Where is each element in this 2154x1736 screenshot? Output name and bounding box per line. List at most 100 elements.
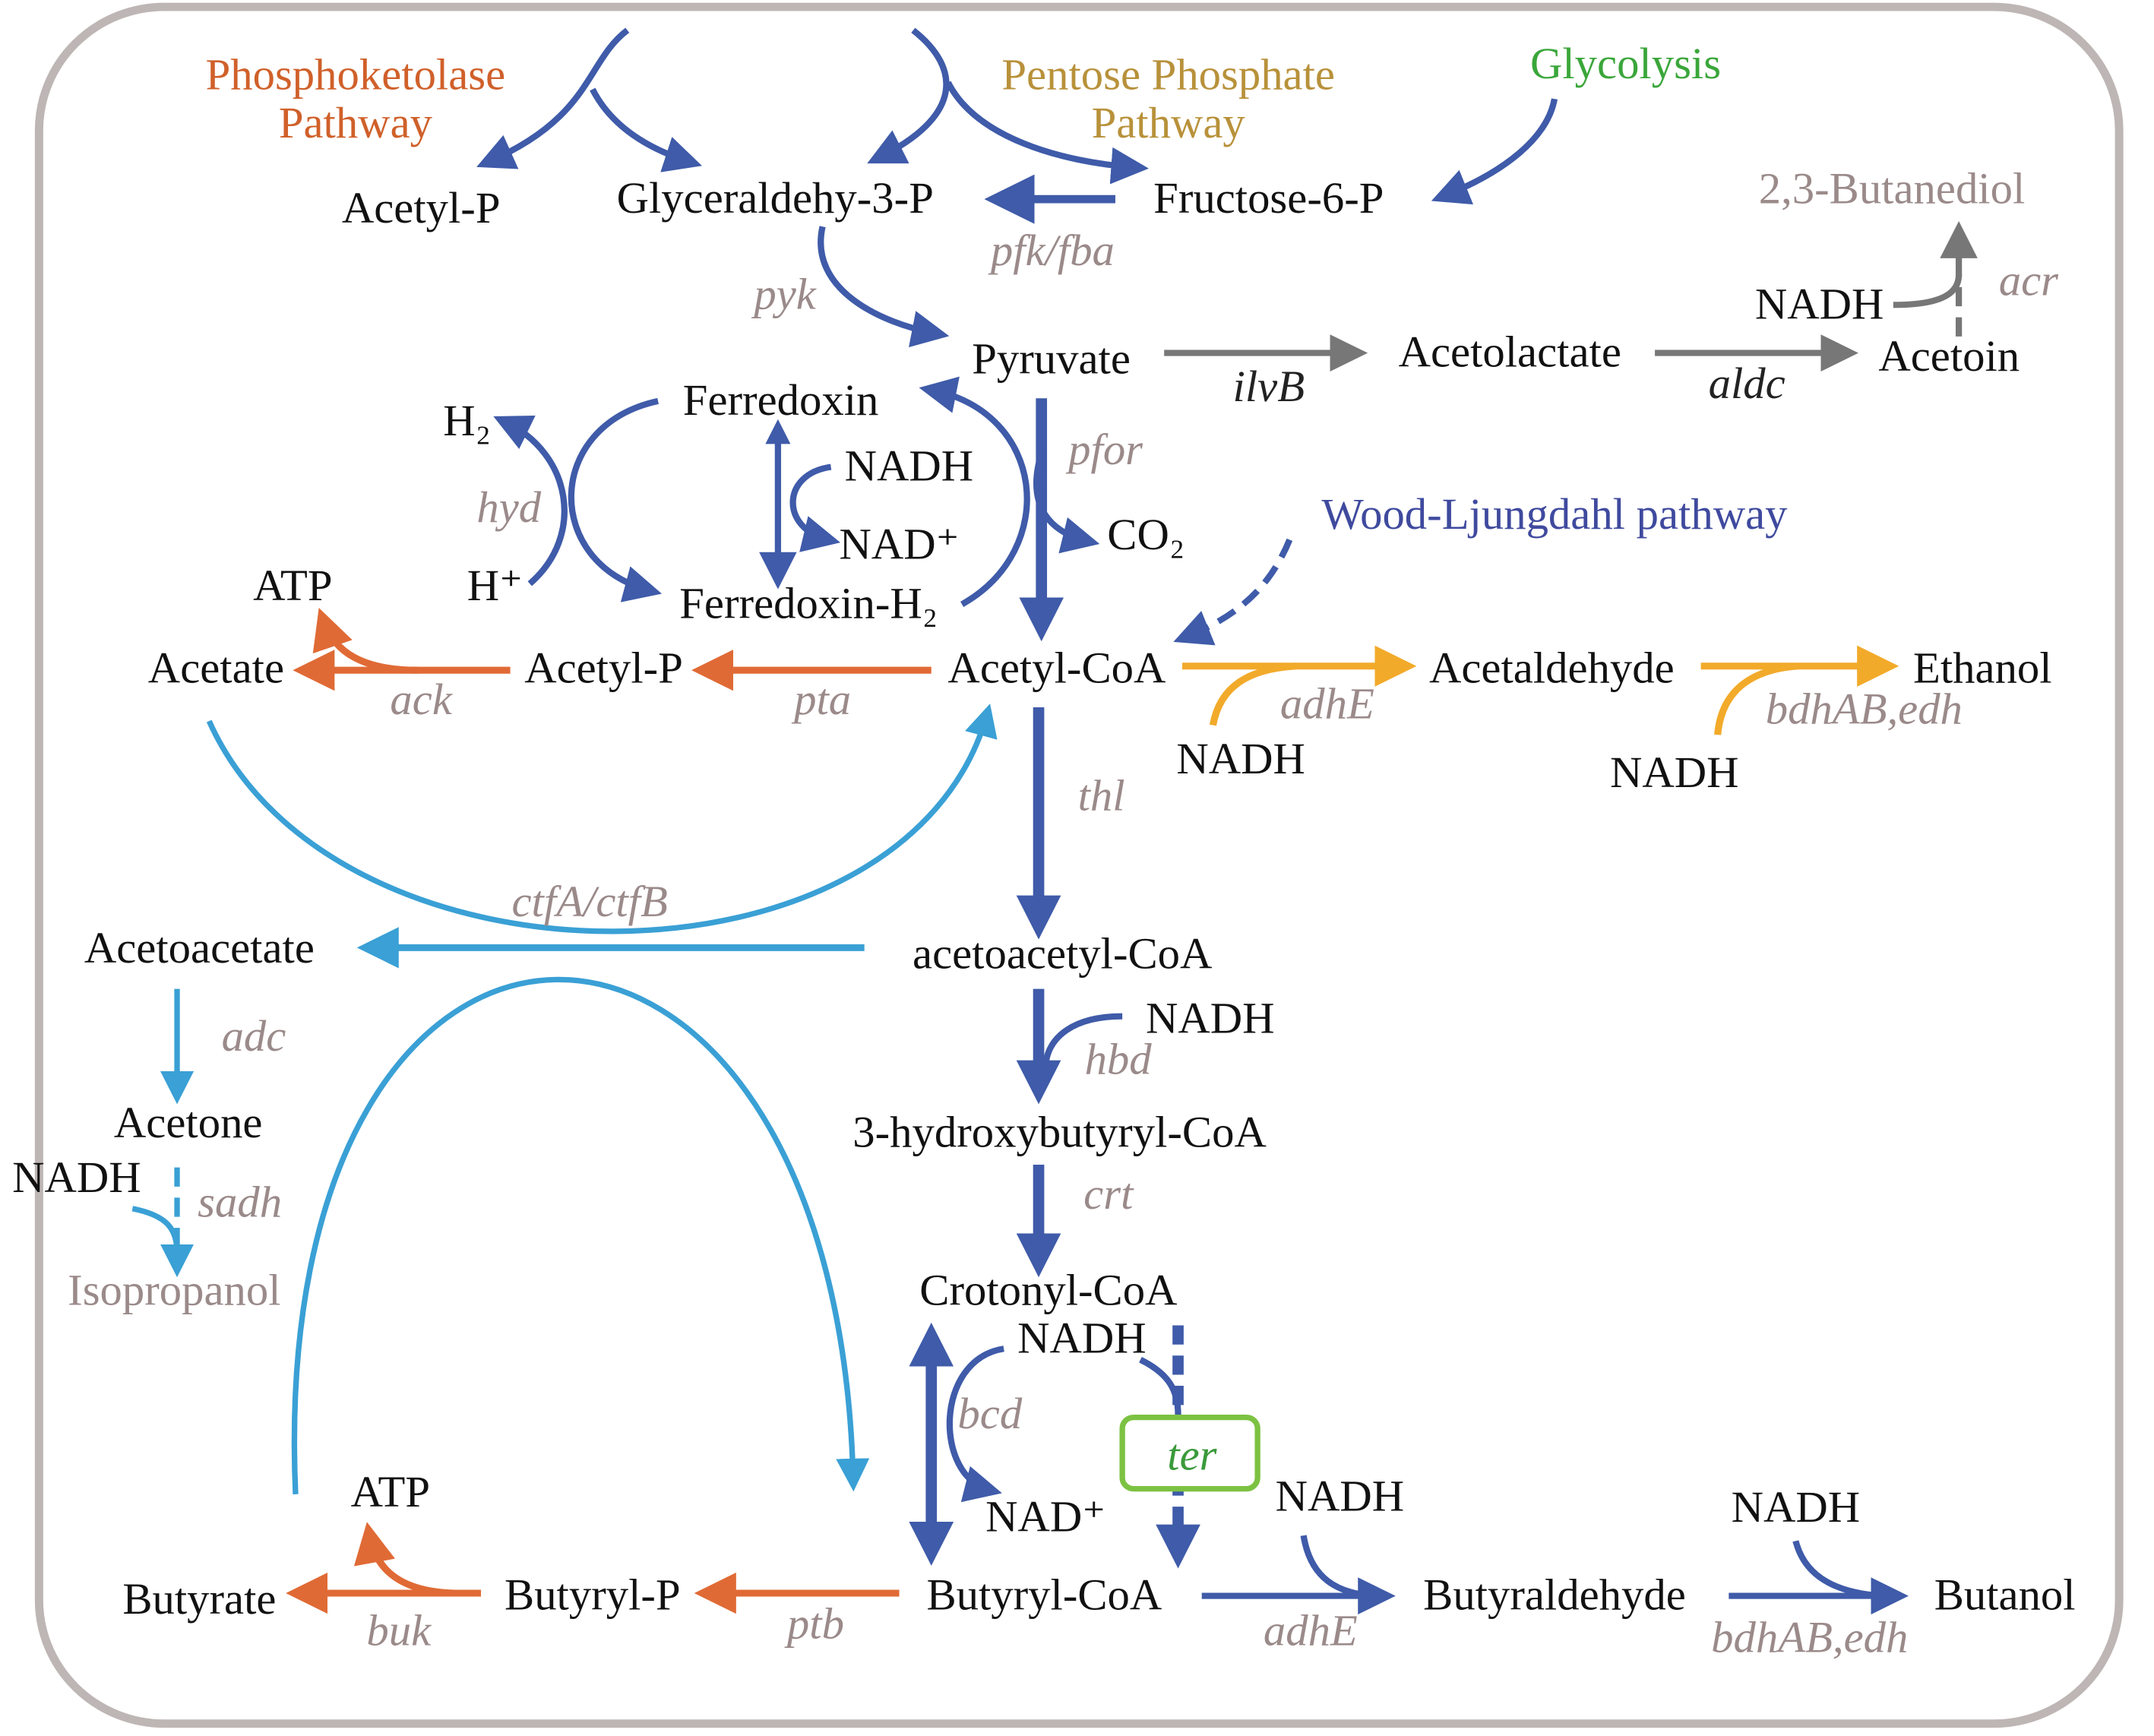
butyraldehyde: Butyraldehyde	[1423, 1570, 1686, 1620]
nadh-bdh: NADH	[1610, 748, 1739, 797]
arrow-adhe-nadh	[1300, 1535, 1374, 1599]
arrow-hbd-nadh	[1042, 1013, 1123, 1065]
isopropanol: Isopropanol	[68, 1266, 280, 1315]
arrow-pentose-to-f6p	[945, 81, 1149, 185]
pathway-wood-ljungdahl: Wood-Ljungdahl pathway	[1321, 489, 1787, 539]
arrow-butyrate-to-butyryl-coa	[291, 976, 870, 1494]
diagram-frame	[34, 2, 2124, 1728]
crotonyl-coa: Crotonyl-CoA	[919, 1266, 1177, 1315]
butyryl-p: Butyryl-P	[504, 1570, 681, 1620]
ter-box	[1119, 1414, 1260, 1492]
enzyme-ter: ter	[1167, 1431, 1217, 1480]
nadh-butanol: NADH	[1732, 1482, 1861, 1532]
acetyl-p: Acetyl-P	[524, 643, 683, 693]
pathway-glycolysis: Glycolysis	[1530, 39, 1721, 88]
acetone-arrows	[131, 704, 998, 1494]
arrow-h-plus-to-h2	[493, 416, 568, 587]
arrow-acetate-to-acetyl-coa	[206, 704, 998, 934]
ferredoxin-h2: Ferredoxin-H₂	[679, 579, 938, 628]
nadh-ferredoxin: NADH	[845, 441, 974, 491]
enzyme-adhe-bottom: adhE	[1264, 1606, 1358, 1655]
enzyme-bdh-bottom: bdhAB,edh	[1711, 1613, 1908, 1662]
enzyme-ptb: ptb	[784, 1599, 844, 1649]
butyryl-coa: Butyryl-CoA	[926, 1570, 1162, 1620]
cofactor-labels: NADH NADH NAD⁺ NADH NADH NADH NADH NADH …	[12, 280, 1884, 1542]
arrow-adhe-nadh-top	[1209, 662, 1297, 726]
enzyme-pfk-fba: pfk/fba	[988, 226, 1115, 275]
metabolite-labels: Acetyl-P Glyceraldehy-3-P Fructose-6-P 2…	[68, 164, 2075, 1624]
butanediol-arrows	[1164, 221, 1978, 372]
enzyme-thl: thl	[1078, 771, 1125, 821]
enzyme-hyd: hyd	[476, 482, 542, 532]
arrow-bdh-nadh	[1792, 1540, 1883, 1599]
enzyme-ctf: ctfA/ctfB	[511, 877, 667, 926]
arrow-nadh-to-nad	[789, 463, 841, 552]
enzyme-pta: pta	[791, 675, 851, 724]
pathway-pentose-2: Pathway	[1092, 98, 1245, 147]
glyceraldehyde-3-p: Glyceraldehy-3-P	[617, 174, 934, 223]
nad-ferredoxin: NAD⁺	[839, 520, 959, 569]
arrow-sadh-nadh	[131, 1206, 180, 1253]
atp-top: ATP	[253, 561, 332, 610]
enzyme-bcd: bcd	[957, 1389, 1023, 1438]
pyruvate: Pyruvate	[972, 334, 1131, 384]
pathway-phosphoketolase-2: Pathway	[279, 98, 432, 147]
butanediol: 2,3-Butanediol	[1759, 164, 2026, 213]
enzyme-acr: acr	[1999, 256, 2059, 305]
nadh-bcd: NADH	[1017, 1314, 1147, 1363]
acetoacetate: Acetoacetate	[84, 924, 315, 973]
arrow-phosphoketolase-to-acetyl-p	[476, 27, 630, 169]
acetolactate: Acetolactate	[1399, 327, 1621, 377]
enzyme-sadh: sadh	[198, 1178, 282, 1227]
arrow-ferredoxin-h2-to-ferredoxin	[919, 376, 1030, 607]
arrow-acr-nadh	[1893, 274, 1963, 308]
acid-arrows	[286, 608, 932, 1614]
nadh-adhe: NADH	[1176, 734, 1305, 783]
enzyme-pfor: pfor	[1065, 425, 1143, 474]
hydroxybutyryl-coa: 3-hydroxybutyryl-CoA	[852, 1108, 1267, 1157]
butyrate: Butyrate	[122, 1574, 276, 1624]
enzyme-hbd: hbd	[1085, 1035, 1153, 1084]
enzyme-labels: pfk/fba acr pyk ilvB aldc pfor hyd ack p…	[198, 226, 2058, 1662]
arrow-ferredoxin-to-ferredoxin-h2	[568, 397, 663, 602]
nadh-acetoin: NADH	[1755, 280, 1884, 329]
nad-bcd: NAD⁺	[985, 1492, 1105, 1542]
butanol: Butanol	[1934, 1570, 2076, 1620]
arrow-buk-atp	[353, 1522, 460, 1597]
enzyme-crt: crt	[1083, 1169, 1134, 1219]
acetyl-p-top: Acetyl-P	[342, 183, 501, 232]
enzyme-buk: buk	[366, 1606, 432, 1655]
arrow-bcd-nadh-to-nad	[946, 1345, 1004, 1503]
arrow-wood-ljungdahl	[1173, 538, 1293, 646]
arrow-ack-atp	[312, 608, 419, 674]
h-plus: H⁺	[467, 561, 523, 610]
acetoacetyl-coa: acetoacetyl-CoA	[913, 929, 1212, 979]
pathway-phosphoketolase: Phosphoketolase	[206, 50, 506, 100]
arrow-g3p-to-pyruvate	[818, 226, 950, 348]
acetaldehyde: Acetaldehyde	[1429, 643, 1675, 693]
acetone: Acetone	[114, 1098, 263, 1147]
enzyme-pyk: pyk	[751, 270, 817, 319]
fructose-6-p: Fructose-6-P	[1153, 174, 1384, 223]
enzyme-ack: ack	[390, 675, 453, 724]
nadh-sadh: NADH	[12, 1153, 141, 1203]
ethanol: Ethanol	[1913, 643, 2052, 693]
acetate: Acetate	[148, 643, 284, 693]
ferredoxin: Ferredoxin	[683, 375, 879, 425]
atp-bottom: ATP	[351, 1467, 430, 1516]
main-flux-arrows	[476, 27, 1909, 1615]
pathway-pentose: Pentose Phosphate	[1001, 50, 1335, 100]
co2: CO₂	[1107, 510, 1185, 559]
acetyl-coa: Acetyl-CoA	[947, 643, 1166, 693]
enzyme-ilvb: ilvB	[1233, 362, 1305, 411]
acetoin: Acetoin	[1878, 331, 2020, 381]
arrow-pfor-to-co2	[1033, 452, 1100, 554]
arrow-bdh-nadh-top	[1714, 662, 1799, 735]
h2: H₂	[443, 396, 491, 445]
enzyme-adc: adc	[222, 1011, 286, 1061]
nadh-hbd: NADH	[1146, 994, 1275, 1043]
nadh-ter: NADH	[1276, 1472, 1405, 1521]
arrow-pentose-to-g3p	[867, 27, 950, 164]
enzyme-aldc: aldc	[1709, 359, 1786, 409]
